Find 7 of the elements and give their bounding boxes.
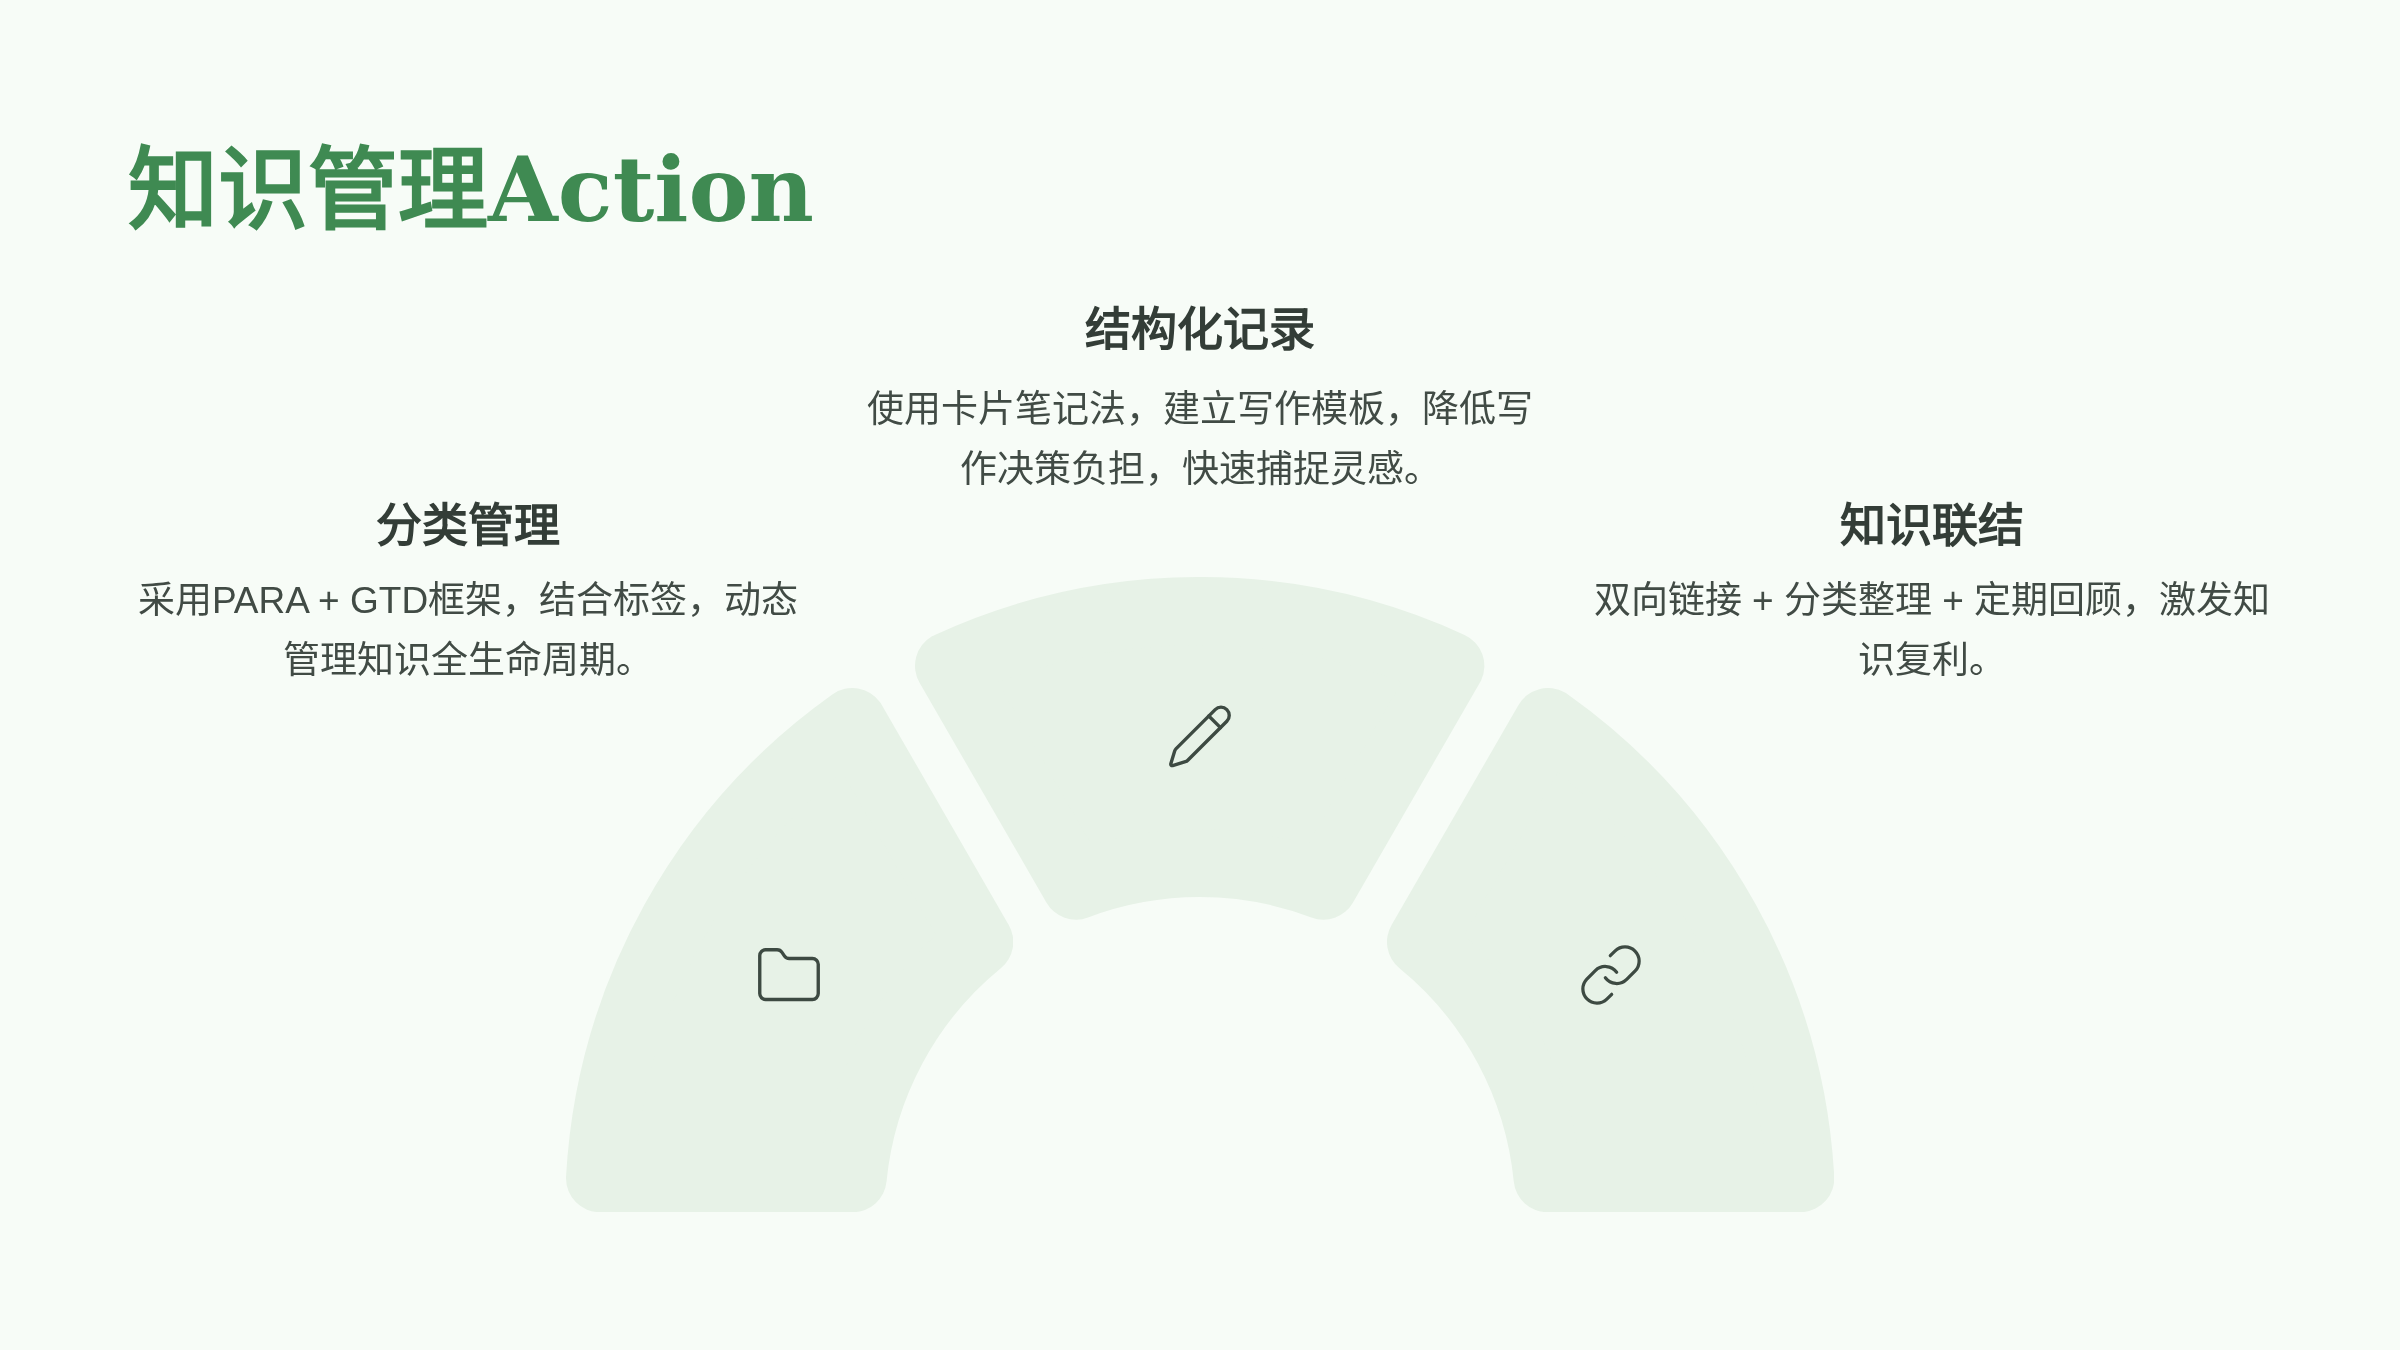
description: 使用卡片笔记法，建立写作模板，降低写作决策负担，快速捕捉灵感。 [866,388,1534,492]
heading: 分类管理 [376,498,560,553]
title: 知识管理Action [128,135,814,244]
heading: 结构化记录 [1085,302,1315,357]
description: 采用PARA + GTD框架，结合标签，动态管理知识全生命周期。 [136,579,800,683]
description: 双向链接 + 分类整理 + 定期回顾，激发知识复利。 [1592,579,2272,683]
heading: 知识联结 [1840,498,2024,553]
